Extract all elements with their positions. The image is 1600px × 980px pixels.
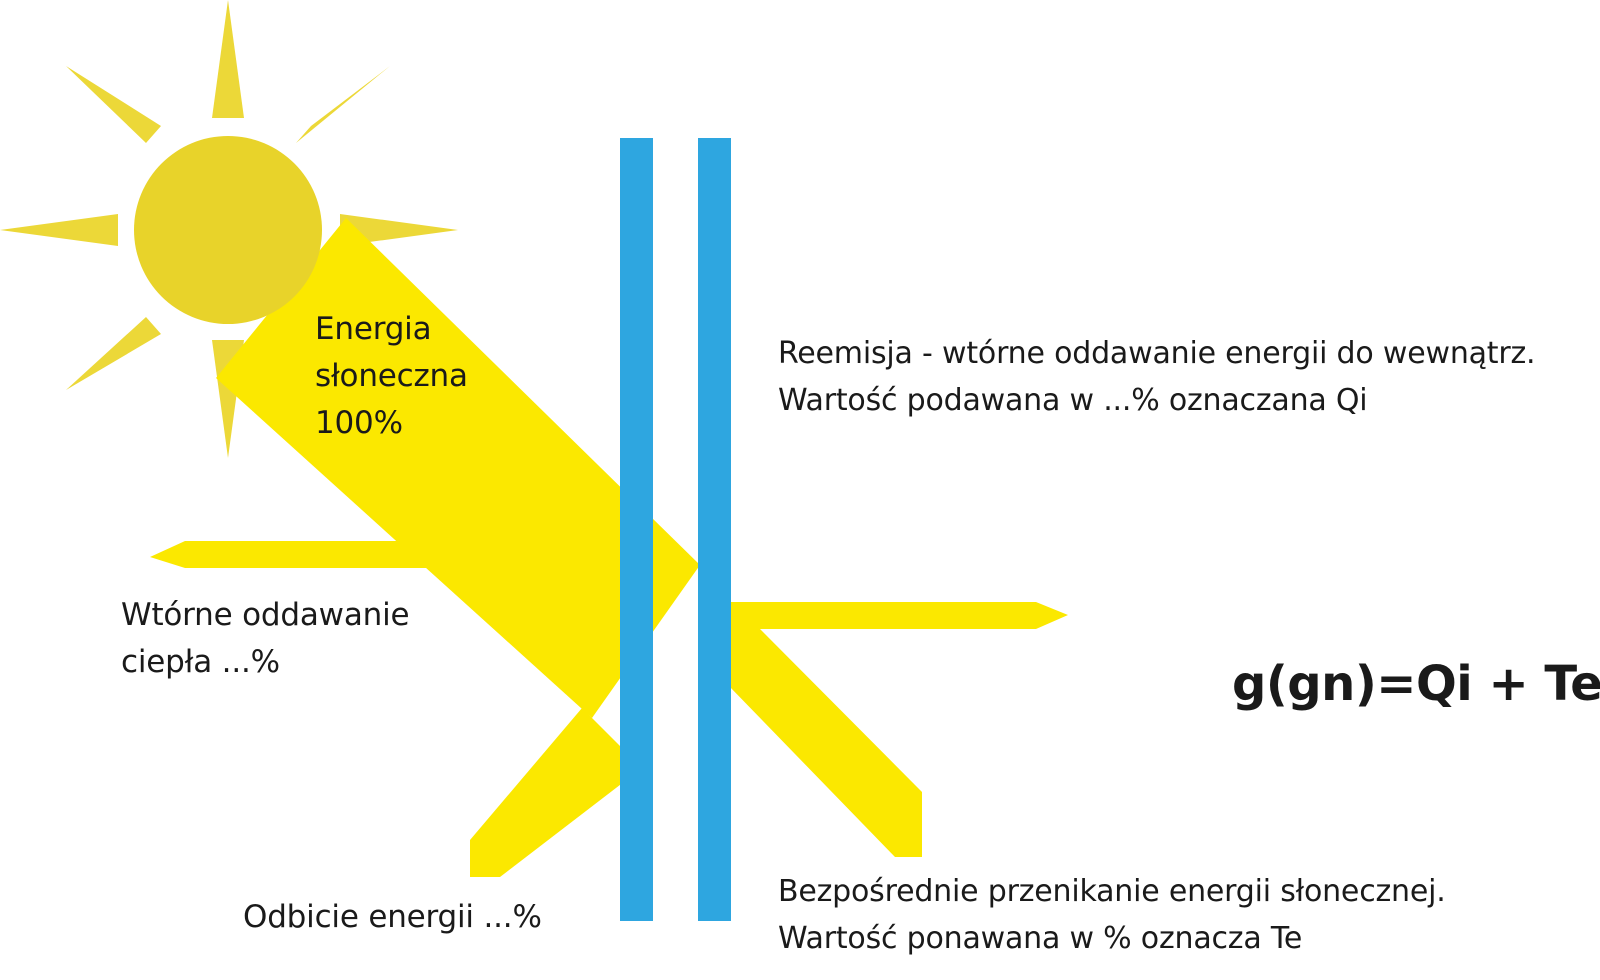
- sun-ray-top-right: [296, 66, 390, 143]
- glass-pane-inner: [698, 138, 731, 921]
- secondary-heat-arrow: [150, 541, 430, 568]
- sun-ray-bottom-left: [66, 317, 161, 390]
- solar-energy-label-line-1: Energia: [315, 311, 432, 347]
- reemission-label: Reemisja - wtórne oddawanie energii do w…: [778, 330, 1536, 424]
- sun-rays: [0, 0, 458, 458]
- g-value-formula: g(gn)=Qi + Te: [1232, 656, 1600, 712]
- sun-ray-top-left: [66, 66, 161, 143]
- secondary-heat-label-line-1: Wtórne oddawanie: [121, 597, 410, 633]
- reemission-label-line-2: Wartość podawana w ...% oznaczana Qi: [778, 383, 1368, 418]
- solar-energy-label-line-2: słoneczna: [315, 358, 468, 394]
- transmission-beam: [728, 629, 922, 857]
- sun-ray-right: [340, 214, 458, 246]
- direct-transmission-label: Bezpośrednie przenikanie energii słonecz…: [778, 868, 1446, 962]
- secondary-heat-label-line-2: ciepła ...%: [121, 644, 280, 680]
- sun-ray-left: [0, 214, 118, 246]
- reemission-arrow: [728, 602, 1068, 629]
- glass-pane-outer: [620, 138, 653, 921]
- direct-transmission-label-line-2: Wartość ponawana w % oznacza Te: [778, 921, 1303, 956]
- sun-icon: [134, 136, 322, 324]
- incoming-solar-beam: [216, 218, 700, 718]
- secondary-heat-label: Wtórne oddawanie ciepła ...%: [121, 592, 410, 686]
- reemission-label-line-1: Reemisja - wtórne oddawanie energii do w…: [778, 336, 1536, 371]
- reflection-beam: [470, 708, 642, 877]
- solar-energy-label: Energia słoneczna 100%: [315, 306, 468, 447]
- solar-energy-label-line-3: 100%: [315, 405, 403, 441]
- reflection-label: Odbicie energii ...%: [243, 899, 542, 935]
- energy-beams: [150, 218, 1068, 877]
- direct-transmission-label-line-1: Bezpośrednie przenikanie energii słonecz…: [778, 874, 1446, 909]
- sun-ray-top: [212, 0, 244, 118]
